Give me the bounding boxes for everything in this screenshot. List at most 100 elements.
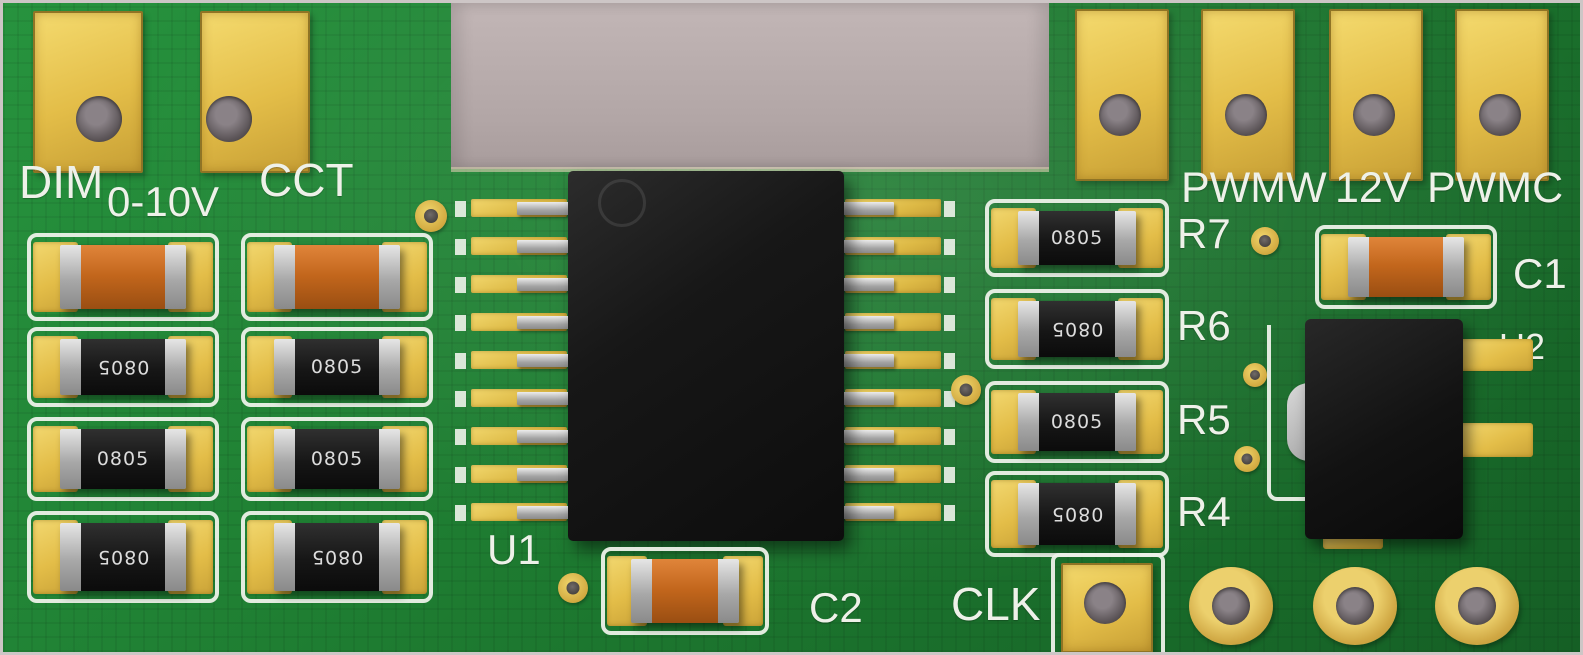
label-u1: U1: [487, 526, 541, 573]
chip-marking: 0805: [1050, 503, 1104, 525]
ic-lead: [839, 430, 894, 443]
chip-marking: 0805: [96, 448, 150, 470]
ic-lead: [839, 506, 894, 519]
silkscreen-outline: [27, 233, 219, 321]
silkscreen-outline: [985, 289, 1169, 369]
ic-lead: [517, 506, 572, 519]
silkscreen-outline: [241, 417, 433, 501]
ic-lead: [517, 278, 572, 291]
terminal: [165, 339, 186, 395]
drill-hole: [1353, 94, 1395, 136]
drill-hole: [1225, 94, 1267, 136]
terminal: [1018, 393, 1039, 451]
via-pad: [1243, 363, 1267, 387]
smd-capacitor: [27, 233, 219, 321]
ic-lead: [839, 392, 894, 405]
chip-marking: 0805: [1050, 227, 1104, 249]
smd-resistor: 0805: [27, 511, 219, 603]
terminal: [60, 429, 81, 489]
chip-marking: 0805: [96, 546, 150, 568]
silkscreen-pad-marks: [944, 201, 955, 523]
terminal: [631, 559, 652, 623]
silkscreen-outline: [985, 199, 1169, 277]
chip-marking: 0805: [310, 448, 364, 470]
resistor-body: 0805: [1039, 211, 1115, 265]
label-0-10v: 0-10V: [107, 178, 220, 225]
label-cct: CCT: [259, 154, 354, 206]
label-c2: C2: [809, 584, 863, 631]
resistor-body: 0805: [295, 339, 379, 395]
label-r4: R4: [1177, 488, 1231, 535]
smd-resistor: 0805: [241, 417, 433, 501]
resistor-body: 0805: [81, 523, 165, 591]
via-pad: [1234, 446, 1260, 472]
terminal: [165, 429, 186, 489]
board-edge-highlight: [451, 167, 1049, 172]
resistor-body: 0805: [1039, 393, 1115, 451]
label-dim: DIM: [19, 156, 104, 208]
drill-hole: [1479, 94, 1521, 136]
ic-lead: [839, 202, 894, 215]
via-pad: [558, 573, 588, 603]
terminal: [1018, 211, 1039, 265]
render-background: [451, 3, 1049, 169]
label-r5: R5: [1177, 396, 1231, 443]
capacitor-body: [652, 559, 718, 623]
through-hole-pad-dim: [33, 11, 143, 173]
terminal: [379, 429, 400, 489]
smd-resistor: 0805: [27, 417, 219, 501]
drill-hole: [76, 96, 122, 142]
ic-lead: [839, 240, 894, 253]
ic-lead: [517, 202, 572, 215]
resistor-body: 0805: [81, 429, 165, 489]
silkscreen-outline: [985, 381, 1169, 463]
ic-lead: [517, 354, 572, 367]
chip-marking: 0805: [310, 356, 364, 378]
label-c1: C1: [1513, 250, 1567, 297]
silkscreen-outline: [27, 511, 219, 603]
capacitor-body: [295, 245, 379, 309]
smd-resistor-r7: 0805: [985, 199, 1169, 277]
drill-hole: [1099, 94, 1141, 136]
label-r7: R7: [1177, 210, 1231, 257]
smd-resistor-r4: 0805: [985, 471, 1169, 557]
terminal: [1115, 301, 1136, 357]
resistor-body: 0805: [1039, 483, 1115, 545]
ic-lead: [839, 316, 894, 329]
capacitor-body: [81, 245, 165, 309]
terminal: [1348, 237, 1369, 297]
terminal: [1018, 301, 1039, 357]
label-r6: R6: [1177, 302, 1231, 349]
label-clk: CLK: [951, 578, 1041, 630]
terminal: [274, 523, 295, 591]
chip-marking: 0805: [1050, 318, 1104, 340]
via-pad: [415, 200, 447, 232]
through-hole-pad-cct: [200, 11, 310, 173]
chip-marking: 0805: [96, 356, 150, 378]
chip-marking: 0805: [310, 546, 364, 568]
drill-hole: [1336, 587, 1374, 625]
solder-pad: [1459, 423, 1533, 457]
ic-lead: [517, 392, 572, 405]
capacitor-body: [1369, 237, 1443, 297]
silkscreen-pad-marks: [455, 201, 466, 523]
smd-resistor: 0805: [27, 327, 219, 407]
ic-lead: [839, 354, 894, 367]
label-pwmw: PWMW: [1181, 164, 1327, 212]
terminal: [1115, 393, 1136, 451]
silkscreen-outline: [27, 327, 219, 407]
resistor-body: 0805: [295, 523, 379, 591]
ic-lead: [839, 468, 894, 481]
silkscreen-outline: [241, 233, 433, 321]
smd-resistor-r6: 0805: [985, 289, 1169, 369]
drill-hole: [206, 96, 252, 142]
drill-hole: [1458, 587, 1496, 625]
silkscreen-outline: [1315, 225, 1497, 309]
terminal: [1018, 483, 1039, 545]
ic-u1-body: [568, 171, 844, 541]
drill-hole: [1084, 582, 1126, 624]
terminal: [1115, 211, 1136, 265]
silkscreen-outline: [27, 417, 219, 501]
label-pwmc: PWMC: [1427, 164, 1564, 212]
